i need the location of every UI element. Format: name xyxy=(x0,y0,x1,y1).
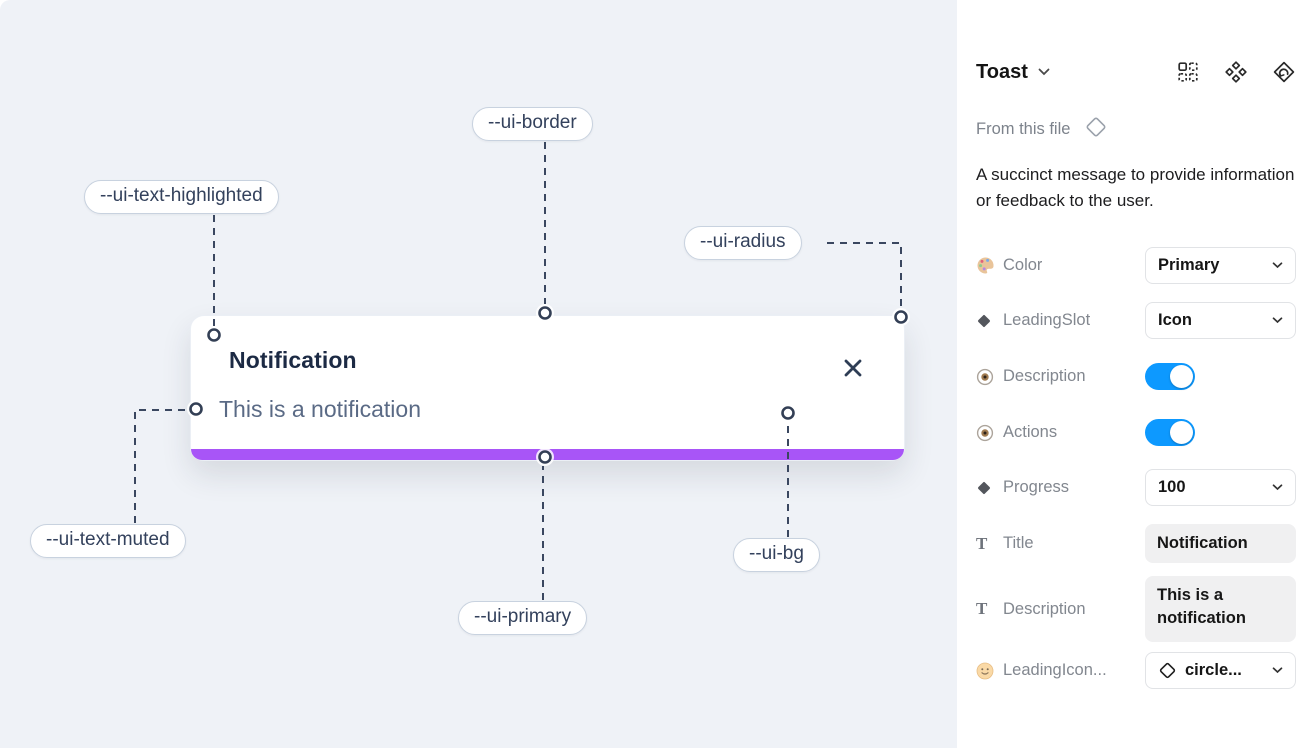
chevron-down-icon xyxy=(1272,484,1283,491)
toast-description: This is a notification xyxy=(219,396,421,422)
color-select-value: Primary xyxy=(1158,256,1220,274)
leader-line-ui-radius xyxy=(827,242,902,308)
prop-label: Description xyxy=(1003,599,1086,618)
prop-label: Description xyxy=(1003,367,1086,385)
leadingicon-select[interactable]: circle... xyxy=(1145,652,1296,689)
actions-toggle[interactable] xyxy=(1145,419,1195,446)
palette-icon xyxy=(976,256,1003,275)
source-label: From this file xyxy=(976,120,1071,138)
chevron-down-icon xyxy=(1272,262,1283,269)
diamond-outline-icon xyxy=(1084,115,1108,144)
callout-ui-radius[interactable]: --ui-radius xyxy=(684,226,802,260)
prop-row-description-field: T Description This is a notification xyxy=(976,576,1296,642)
prop-row-description-toggle: Description xyxy=(976,358,1296,395)
leadingslot-select[interactable]: Icon xyxy=(1145,302,1296,339)
close-icon[interactable] xyxy=(841,356,865,380)
panel-header: Toast xyxy=(976,56,1296,88)
text-icon: T xyxy=(976,599,1003,619)
callout-ui-text-muted[interactable]: --ui-text-muted xyxy=(30,524,186,558)
chevron-down-icon[interactable] xyxy=(1038,68,1050,76)
chevron-down-icon xyxy=(1272,317,1283,324)
prop-label: Progress xyxy=(1003,478,1070,496)
prop-row-leadingicon: LeadingIcon... circle... xyxy=(976,652,1296,689)
diamond-outline-icon xyxy=(1158,661,1177,680)
color-select[interactable]: Primary xyxy=(1145,247,1296,284)
callout-ui-primary[interactable]: --ui-primary xyxy=(458,601,588,635)
prop-row-leadingslot: LeadingSlot Icon xyxy=(976,302,1296,339)
toast-progress-bar xyxy=(191,449,904,460)
prop-row-progress: Progress 100 xyxy=(976,469,1296,506)
prop-row-color: Color Primary xyxy=(976,247,1296,284)
chevron-down-icon xyxy=(1272,667,1283,674)
design-canvas[interactable]: Notification This is a notification --ui… xyxy=(0,0,957,748)
leader-line-ui-text-muted xyxy=(134,409,186,523)
prop-row-actions-toggle: Actions xyxy=(976,414,1296,451)
diamonds-icon[interactable] xyxy=(1224,60,1248,84)
toggle-knob xyxy=(1170,421,1193,444)
callout-ui-border[interactable]: --ui-border xyxy=(472,107,593,141)
prop-label: Actions xyxy=(1003,423,1058,441)
prop-label: LeadingSlot xyxy=(1003,311,1091,329)
component-title: Toast xyxy=(976,60,1028,83)
prop-label: Color xyxy=(1003,256,1043,274)
eye-icon xyxy=(976,368,1003,386)
leadingslot-select-value: Icon xyxy=(1158,311,1192,329)
leadingicon-select-value: circle... xyxy=(1185,661,1242,679)
toast-title: Notification xyxy=(229,347,357,373)
title-field[interactable]: Notification xyxy=(1145,523,1296,564)
prop-row-title: T Title Notification xyxy=(976,523,1296,564)
diamond-arrow-icon[interactable] xyxy=(1272,60,1296,84)
callout-ui-text-highlighted[interactable]: --ui-text-highlighted xyxy=(84,180,279,214)
toast-component[interactable]: Notification This is a notification xyxy=(190,315,905,461)
prop-label: LeadingIcon... xyxy=(1003,661,1107,679)
text-icon-glyph: T xyxy=(976,599,988,618)
component-description: A succinct message to provide informatio… xyxy=(976,165,1295,210)
description-field[interactable]: This is a notification xyxy=(1145,576,1296,642)
smiley-icon xyxy=(976,662,1003,680)
progress-select-value: 100 xyxy=(1158,478,1186,496)
callout-ui-bg[interactable]: --ui-bg xyxy=(733,538,820,572)
progress-select[interactable]: 100 xyxy=(1145,469,1296,506)
description-toggle[interactable] xyxy=(1145,363,1195,390)
eye-icon xyxy=(976,424,1003,442)
source-indicator: From this file xyxy=(976,115,1108,144)
prop-label: Title xyxy=(1003,534,1034,552)
grid-squares-icon[interactable] xyxy=(1176,60,1200,84)
text-icon-glyph: T xyxy=(976,533,988,553)
diamond-icon xyxy=(976,313,1003,329)
diamond-icon xyxy=(976,480,1003,496)
properties-panel: Toast xyxy=(957,0,1312,748)
text-icon: T xyxy=(976,534,1003,554)
toggle-knob xyxy=(1170,365,1193,388)
